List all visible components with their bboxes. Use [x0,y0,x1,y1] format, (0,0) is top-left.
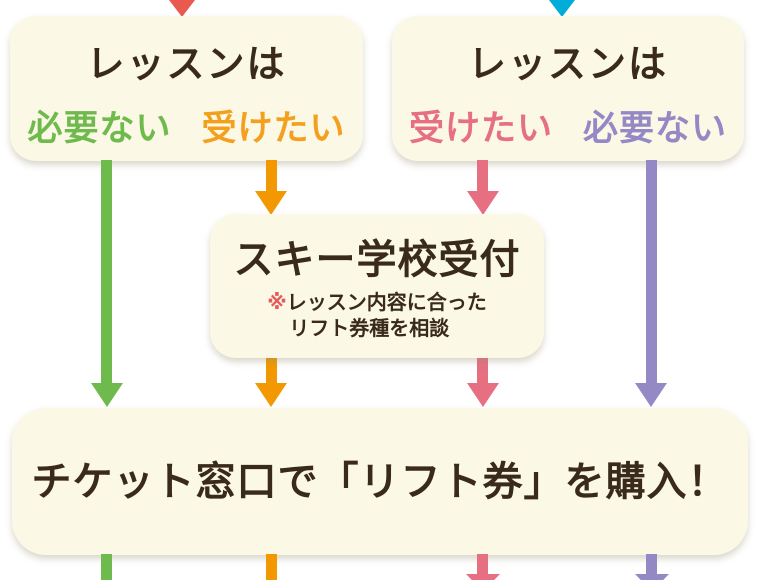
ski-school-title: スキー学校受付 [233,237,521,283]
ski-school-note-line1: ※レッスン内容に合った [267,290,486,316]
incoming-arrow-blue-icon [549,0,575,17]
note-asterisk-mark: ※ [267,290,287,314]
box-lesson-right: レッスンは 受けたい 必要ない [392,16,744,161]
arrowhead-pink-upper-icon [467,191,499,215]
arrow-line-orange-lower [266,357,277,385]
arrowhead-purple-icon [635,383,667,407]
incoming-arrow-red-icon [169,0,195,17]
arrowhead-pink-lower-icon [467,383,499,407]
arrow-line-pink-upper [477,160,488,193]
arrowhead-orange-lower-icon [255,383,287,407]
ski-school-note-text1: レッスン内容に合った [286,290,487,314]
outgoing-line-green [101,554,112,580]
option-want-lesson: 受けたい [201,108,346,149]
lesson-left-title: レッスンは [86,42,287,86]
outgoing-arrowhead-pink-icon [466,574,500,580]
outgoing-line-orange [266,554,277,580]
arrowhead-orange-upper-icon [255,191,287,215]
outgoing-arrowhead-purple-icon [635,574,669,580]
lesson-left-options: 必要ない 受けたい [10,100,363,151]
box-ticket-purchase: チケット窓口で「リフト券」を購入！ [12,408,748,555]
arrowhead-green-icon [91,383,123,407]
arrow-line-green [101,160,112,386]
option-not-needed: 必要ない [27,108,172,149]
lesson-right-title: レッスンは [467,42,668,86]
option-want-lesson: 受けたい [408,108,553,149]
box-lesson-left: レッスンは 必要ない 受けたい [10,16,363,161]
ticket-purchase-title: チケット窓口で「リフト券」を購入！ [31,458,729,505]
arrow-line-orange-upper [266,160,277,193]
arrow-line-purple [646,160,657,386]
outgoing-line-pink [477,554,488,574]
box-ski-school: スキー学校受付 ※レッスン内容に合った リフト券種を相談 [210,214,544,358]
ski-school-note: ※レッスン内容に合った リフト券種を相談 [267,290,486,341]
option-not-needed: 必要ない [583,108,728,149]
ski-school-note-line2: リフト券種を相談 [289,315,450,340]
lesson-right-options: 受けたい 必要ない [392,100,744,151]
outgoing-line-purple [646,554,657,574]
arrow-line-pink-lower [477,357,488,385]
